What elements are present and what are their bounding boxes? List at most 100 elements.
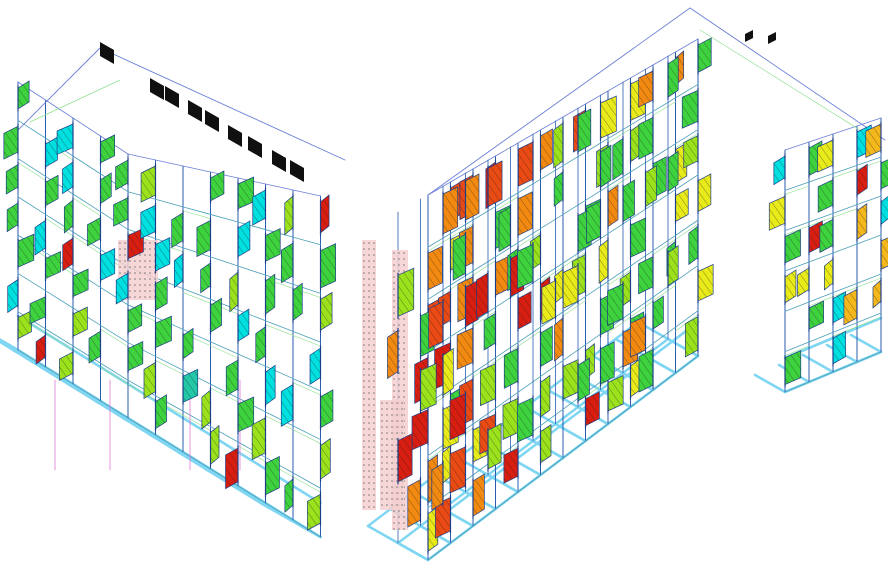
- secondary-beam: [630, 300, 654, 318]
- floor-beam: [607, 218, 631, 235]
- floor-beam: [210, 256, 239, 267]
- mesh-node: [386, 474, 388, 476]
- utilization-hatch: [307, 494, 321, 531]
- mesh-node: [373, 254, 375, 256]
- utilization-hatch: [473, 474, 485, 517]
- mesh-node: [381, 456, 383, 458]
- floor-beam: [237, 353, 266, 367]
- utilization-hatch: [89, 331, 101, 363]
- utilization-hatch: [115, 160, 128, 190]
- secondary-beam: [652, 101, 676, 116]
- utilization-hatch: [563, 359, 579, 400]
- slab-beam: [807, 336, 835, 350]
- mesh-node: [386, 480, 388, 482]
- mesh-node: [403, 366, 405, 368]
- utilization-hatch: [630, 124, 641, 162]
- utilization-hatch: [578, 358, 590, 401]
- utilization-hatch: [200, 262, 211, 293]
- mesh-node: [393, 270, 395, 272]
- mesh-node: [386, 498, 388, 500]
- mesh-node: [363, 452, 365, 454]
- utilization-hatch: [428, 301, 443, 349]
- mesh-node: [363, 338, 365, 340]
- floor-beam: [607, 124, 631, 139]
- floor-beam: [155, 434, 184, 453]
- slab-girder: [849, 333, 883, 354]
- utilization-hatch: [238, 309, 249, 342]
- mesh-node: [373, 452, 375, 454]
- mesh-node: [393, 294, 395, 296]
- black-marker: [272, 150, 286, 172]
- floor-beam: [675, 265, 699, 282]
- floor-beam: [652, 235, 676, 252]
- floor-beam: [155, 198, 184, 208]
- mesh-node: [381, 432, 383, 434]
- mesh-node: [401, 408, 403, 410]
- secondary-beam: [45, 332, 74, 351]
- utilization-hatch: [554, 171, 563, 207]
- mesh-node: [398, 264, 400, 266]
- mesh-node: [368, 308, 370, 310]
- utilization-hatch: [563, 265, 578, 309]
- mesh-node: [119, 254, 121, 256]
- utilization-hatch: [183, 328, 194, 359]
- mesh-node: [373, 278, 375, 280]
- mesh-node: [363, 302, 365, 304]
- mesh-node: [144, 260, 146, 262]
- mesh-node: [398, 270, 400, 272]
- secondary-beam: [100, 328, 129, 347]
- mesh-node: [363, 296, 365, 298]
- mesh-node: [373, 332, 375, 334]
- mesh-node: [368, 278, 370, 280]
- slab-beam: [179, 450, 210, 471]
- secondary-beam: [495, 196, 519, 211]
- utilization-hatch: [488, 423, 502, 469]
- utilization-hatch: [435, 497, 451, 538]
- utilization-hatch: [412, 409, 428, 450]
- utilization-hatch: [238, 177, 254, 209]
- mesh-node: [391, 426, 393, 428]
- floor-beam: [450, 168, 474, 183]
- mesh-node: [144, 254, 146, 256]
- secondary-beam: [472, 310, 496, 327]
- mesh-node: [393, 522, 395, 524]
- mesh-node: [368, 374, 370, 376]
- floor-beam: [265, 411, 294, 427]
- mesh-node: [129, 266, 131, 268]
- mesh-node: [386, 408, 388, 410]
- floor-beam: [472, 407, 496, 425]
- utilization-hatch: [73, 307, 88, 337]
- mesh-node: [393, 252, 395, 254]
- floor-beam: [237, 485, 266, 504]
- floor-beam: [630, 389, 654, 408]
- floor-beam: [72, 383, 101, 402]
- mesh-node: [373, 290, 375, 292]
- utilization-hatch: [62, 238, 73, 271]
- floor-beam: [784, 261, 810, 272]
- floor-beam: [517, 129, 541, 144]
- slab-beam: [176, 450, 207, 471]
- utilization-hatch: [517, 397, 533, 442]
- mesh-node: [391, 450, 393, 452]
- mesh-node: [149, 260, 151, 262]
- floor-beam: [856, 234, 882, 245]
- mesh-node: [386, 492, 388, 494]
- mesh-node: [124, 272, 126, 274]
- utilization-hatch: [698, 38, 712, 73]
- mesh-node: [373, 314, 375, 316]
- mesh-node: [381, 468, 383, 470]
- mesh-node: [373, 500, 375, 502]
- floor-beam: [675, 83, 699, 99]
- utilization-hatch: [517, 244, 533, 289]
- mesh-node: [363, 326, 365, 328]
- mesh-node: [363, 392, 365, 394]
- mesh-node: [129, 272, 131, 274]
- mesh-node: [381, 462, 383, 464]
- roof-edge: [689, 7, 886, 141]
- utilization-hatch: [824, 259, 833, 290]
- utilization-hatch: [281, 384, 293, 427]
- utilization-hatch: [600, 96, 617, 139]
- floor-beam: [832, 322, 858, 333]
- utilization-hatch: [599, 239, 608, 284]
- mesh-node: [373, 368, 375, 370]
